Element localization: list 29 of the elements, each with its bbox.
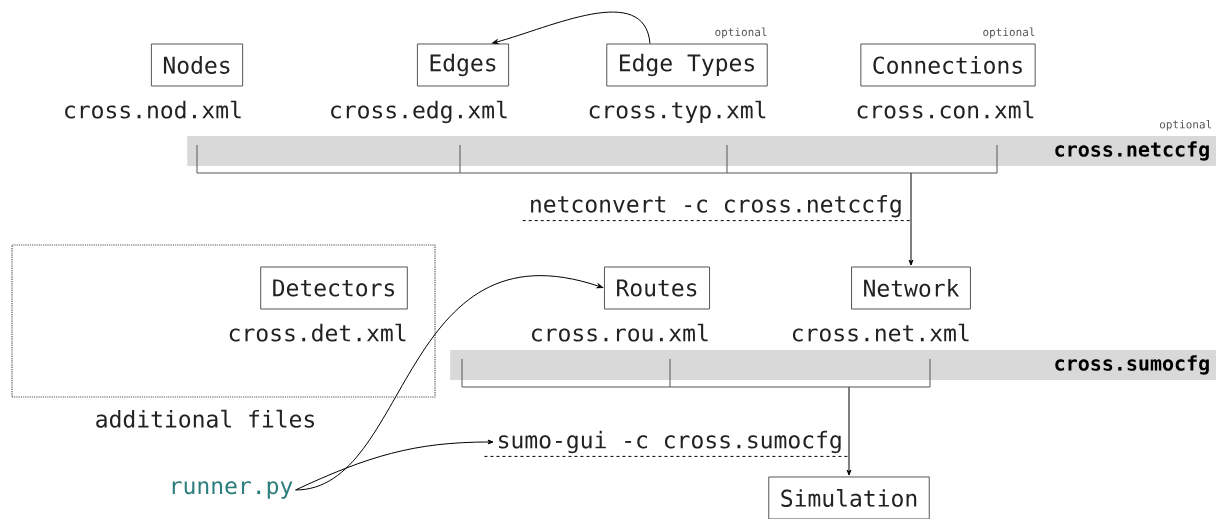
- file-box: Detectors: [260, 266, 408, 310]
- file-name: cross.nod.xml: [65, 100, 241, 119]
- edge-label: netconvert -c cross.netccfg: [522, 194, 912, 222]
- file-name: cross.rou.xml: [532, 323, 708, 342]
- arrow: [295, 439, 494, 491]
- file-box: Edge Types: [606, 43, 768, 87]
- file-name: cross.edg.xml: [331, 100, 507, 124]
- command: sumo-gui -c cross.sumocfg: [483, 430, 850, 457]
- file-box: Connections: [860, 43, 1036, 87]
- file-name: cross.con.xml: [857, 100, 1034, 119]
- file-box: Network: [851, 266, 971, 310]
- optional-note: optional: [983, 27, 1035, 39]
- group-label: additional files: [96, 409, 314, 428]
- arrow: [295, 275, 604, 491]
- arrow: [492, 11, 651, 45]
- config-band: cross.netccfg: [187, 136, 1216, 166]
- file-name: cross.det.xml: [229, 323, 406, 342]
- optional-note: optional: [1159, 119, 1212, 131]
- file-box: Routes: [603, 266, 711, 310]
- arrow: [846, 386, 852, 476]
- file-box: Edges: [416, 43, 510, 87]
- arrow: [908, 172, 914, 266]
- file-name: cross.net.xml: [792, 323, 969, 342]
- script-name: runner.py: [172, 481, 293, 499]
- optional-note: optional: [715, 27, 767, 39]
- file-box: Nodes: [150, 43, 244, 87]
- config-band: cross.sumocfg: [450, 350, 1216, 380]
- file-box: Simulation: [768, 476, 930, 519]
- file-name: cross.typ.xml: [589, 100, 766, 124]
